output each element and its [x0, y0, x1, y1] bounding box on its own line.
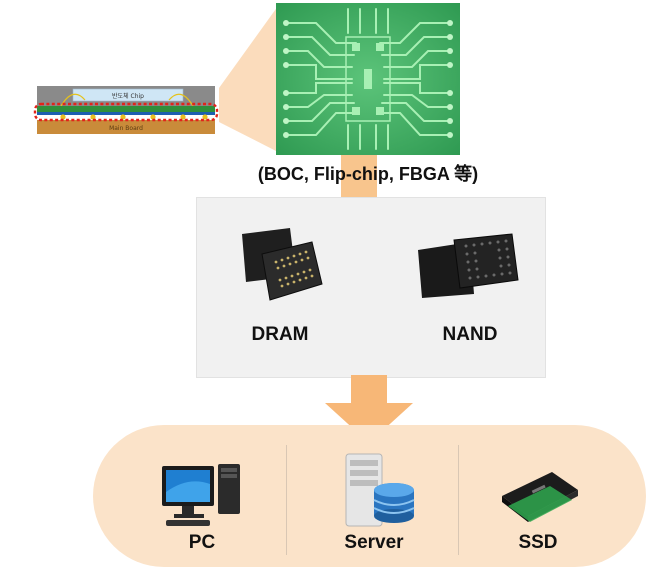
- ssd-label: SSD: [518, 532, 558, 553]
- pc-label: PC: [188, 532, 216, 553]
- down-arrow-icon: [325, 375, 413, 443]
- pcb-substrate-image: [276, 3, 460, 155]
- board-label: Main Board: [109, 125, 143, 132]
- pc-icon: [162, 464, 240, 526]
- divider: [458, 445, 459, 555]
- server-label: Server: [344, 532, 404, 553]
- divider: [286, 445, 287, 555]
- package-types-caption: (BOC, Flip-chip, FBGA 等): [257, 164, 479, 184]
- memory-panel: [196, 197, 546, 378]
- chip-label: 반도체 Chip: [112, 92, 144, 100]
- dram-chip-image: [242, 228, 323, 301]
- connector-bar-top: [341, 155, 377, 203]
- server-icon: [345, 453, 415, 527]
- nand-label: NAND: [442, 324, 498, 345]
- nand-chip-image: [418, 233, 519, 298]
- dram-label: DRAM: [251, 324, 309, 345]
- ssd-icon: [502, 472, 578, 522]
- package-cross-section: 반도체 Chip Main Board: [33, 86, 219, 134]
